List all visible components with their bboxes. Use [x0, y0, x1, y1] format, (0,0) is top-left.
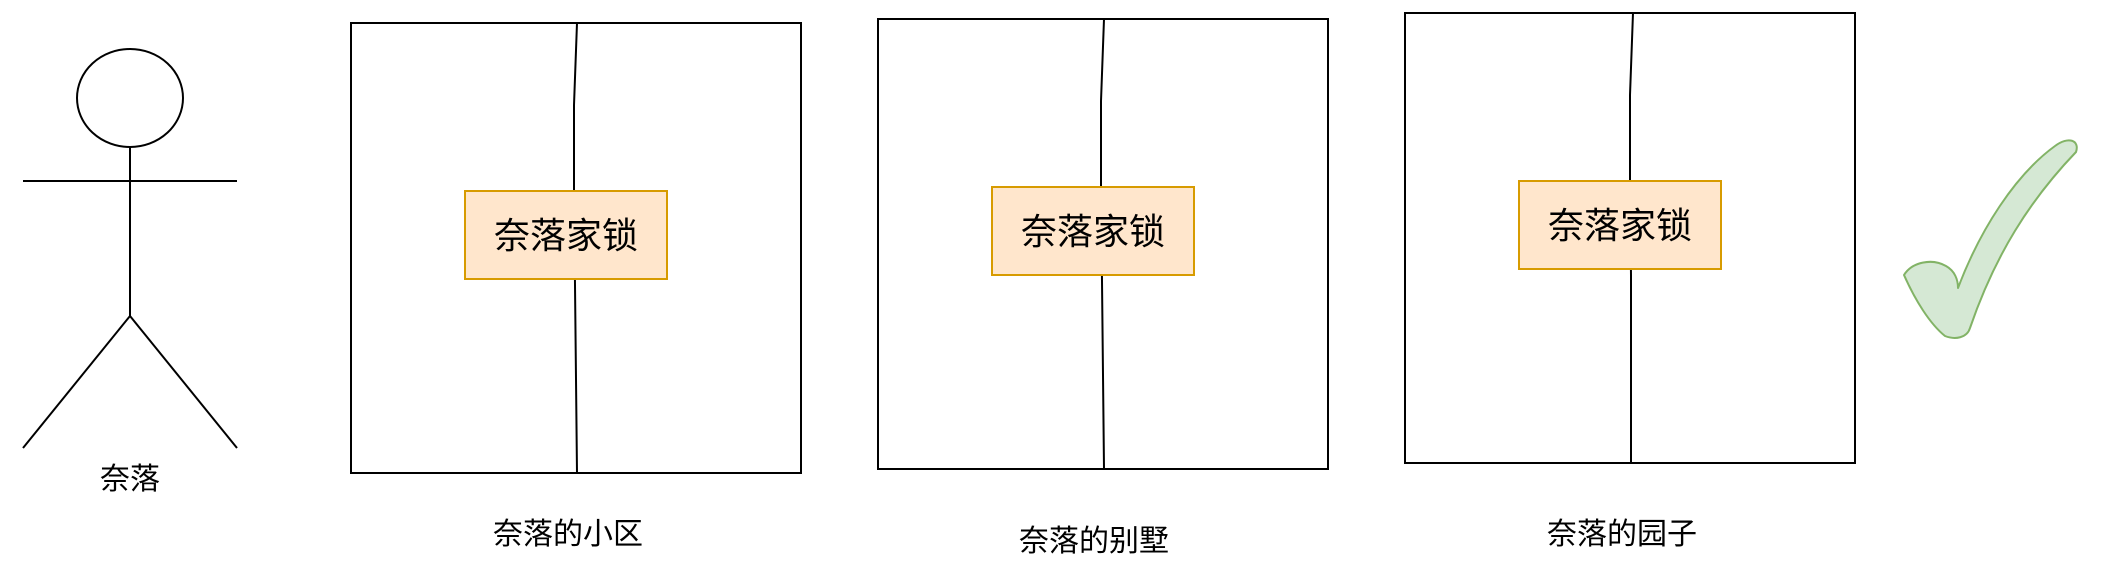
property-card-3: 奈落家锁 奈落的园子 — [1404, 12, 1856, 552]
lock-label: 奈落家锁 — [494, 216, 638, 257]
lock-label: 奈落家锁 — [1548, 206, 1692, 247]
property-caption: 奈落的小区 — [493, 517, 643, 552]
person-right-leg — [129, 315, 238, 449]
person-label: 奈落 — [100, 462, 160, 497]
property-caption: 奈落的园子 — [1547, 517, 1697, 552]
checkmark-icon — [1903, 139, 2078, 339]
lock-box — [464, 190, 668, 280]
lock-box — [1518, 180, 1722, 270]
person-head — [76, 48, 184, 148]
lock-box — [991, 186, 1195, 276]
property-card-1: 奈落家锁 奈落的小区 — [350, 22, 802, 552]
property-card-2: 奈落家锁 奈落的别墅 — [877, 18, 1329, 559]
person-actor: 奈落 — [22, 48, 238, 497]
property-caption: 奈落的别墅 — [1019, 524, 1169, 559]
person-left-leg — [22, 315, 131, 449]
lock-label: 奈落家锁 — [1021, 212, 1165, 253]
